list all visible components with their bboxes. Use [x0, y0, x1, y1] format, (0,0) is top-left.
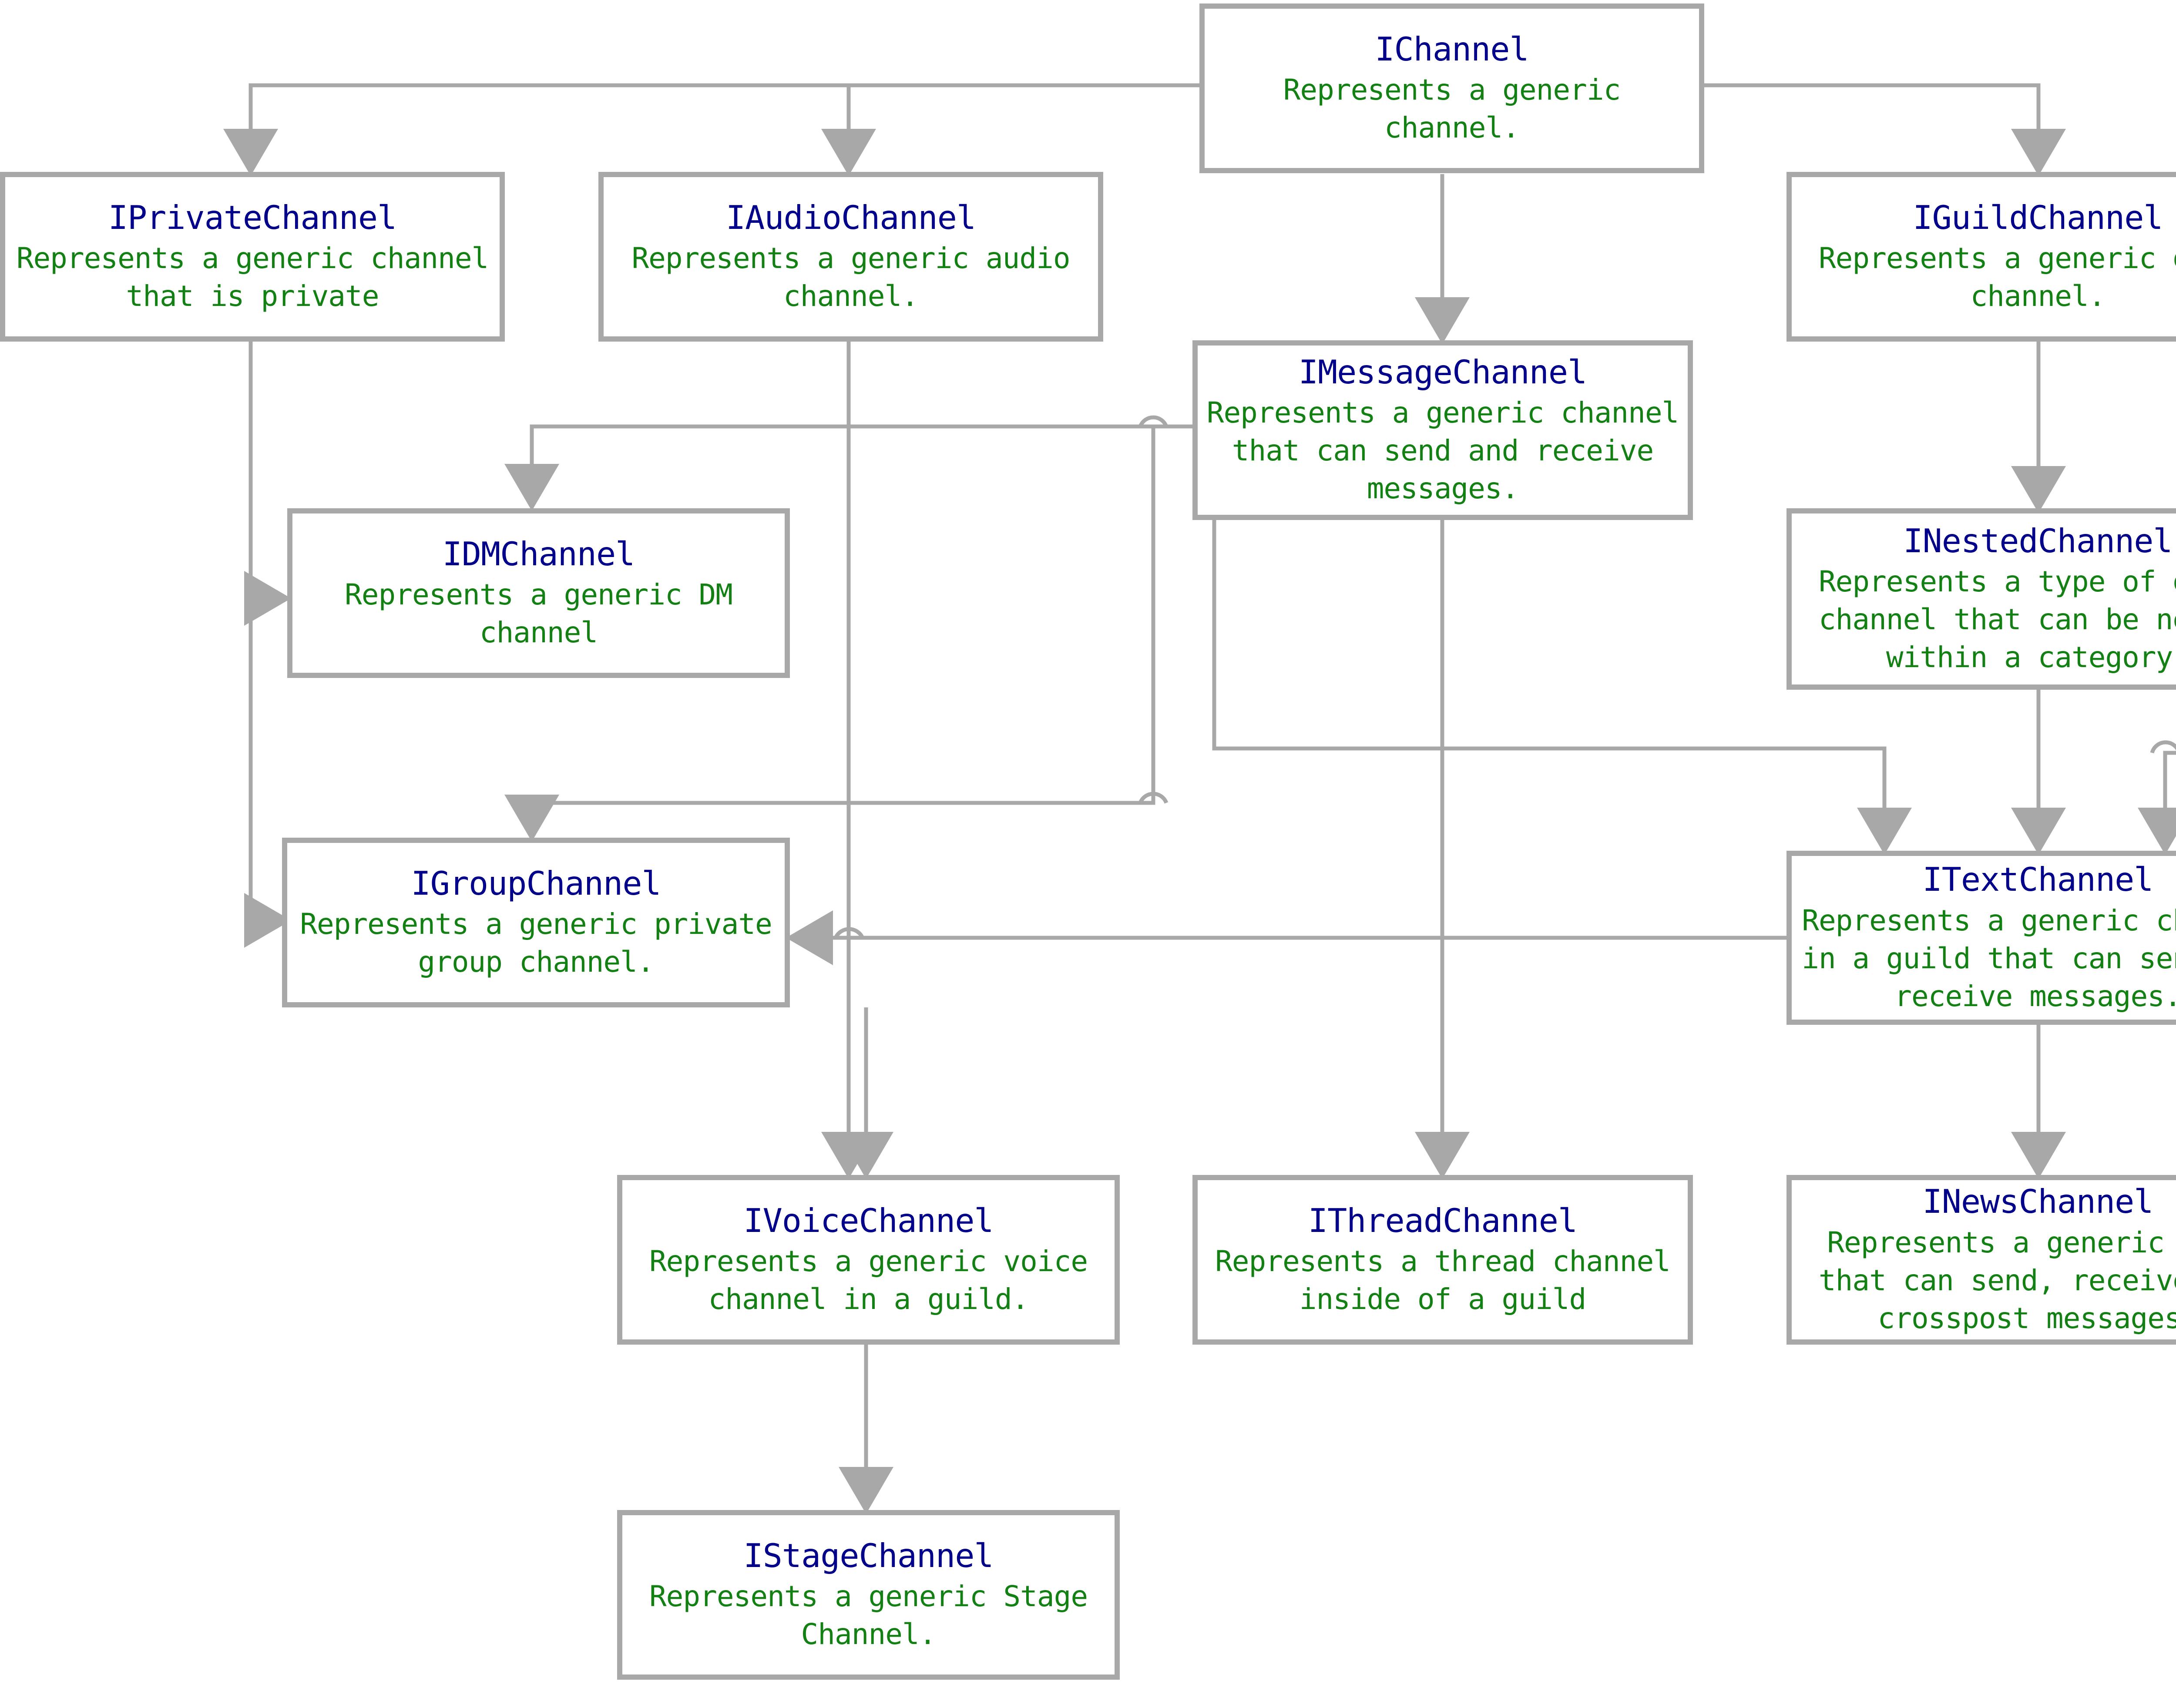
node-description: Represents a generic audio channel. [631, 242, 1070, 313]
node-iguildchannel[interactable]: IGuildChannel Represents a generic guild… [1786, 172, 2176, 342]
node-description: Represents a generic channel. [1283, 73, 1621, 145]
node-ichannel[interactable]: IChannel Represents a generic channel. [1199, 3, 1704, 173]
node-title: IGuildChannel [1913, 198, 2163, 237]
node-iprivatechannel[interactable]: IPrivateChannel Represents a generic cha… [0, 172, 505, 342]
node-istagechannel[interactable]: IStageChannel Represents a generic Stage… [617, 1510, 1120, 1680]
edge-imessagechannel-itextchannel [1212, 520, 1912, 855]
edge-jump-4 [2150, 740, 2176, 754]
edge-jump-1 [1138, 415, 1169, 427]
edge-imessagechannel-idmchannel [504, 424, 1199, 511]
node-title: IThreadChannel [1308, 1201, 1578, 1240]
node-description: Represents a generic channel in a guild … [1802, 903, 2176, 1013]
edge-iprivatechannel-igroupchannel [244, 341, 291, 948]
node-description: Represents a generic private group chann… [300, 907, 772, 979]
edge-jump-2 [1138, 792, 1169, 804]
node-igroupchannel[interactable]: IGroupChannel Represents a generic priva… [282, 838, 790, 1007]
edge-iintegrationchannel-itextchannel [2138, 751, 2176, 855]
node-description: Represents a generic news that can send,… [1818, 1225, 2176, 1335]
edge-ichannel-iprivatechannel [223, 83, 1199, 176]
node-title: IChannel [1375, 30, 1529, 68]
node-title: INewsChannel [1922, 1182, 2154, 1221]
node-description: Represents a type of guild channel that … [1818, 565, 2176, 674]
node-title: IAudioChannel [726, 198, 976, 237]
node-ithreadchannel[interactable]: IThreadChannel Represents a thread chann… [1192, 1175, 1693, 1345]
node-ivoicechannel[interactable]: IVoiceChannel Represents a generic voice… [617, 1175, 1120, 1345]
node-title: IStageChannel [743, 1536, 994, 1575]
edge-jump-3 [833, 927, 865, 939]
node-idmchannel[interactable]: IDMChannel Represents a generic DM chann… [287, 508, 790, 678]
edge-ichannel-iaudiochannel [821, 83, 1199, 176]
node-title: INestedChannel [1903, 521, 2173, 560]
node-description: Represents a generic guild channel. [1818, 242, 2176, 313]
node-description: Represents a generic Stage Channel. [649, 1580, 1088, 1651]
node-imessagechannel[interactable]: IMessageChannel Represents a generic cha… [1192, 340, 1693, 520]
node-description: Represents a generic channel that can se… [1206, 396, 1679, 506]
node-title: IMessageChannel [1298, 352, 1587, 391]
node-title: IPrivateChannel [108, 198, 397, 237]
node-inestedchannel[interactable]: INestedChannel Represents a type of guil… [1786, 508, 2176, 690]
node-description: Represents a generic DM channel [345, 578, 733, 650]
node-itextchannel[interactable]: ITextChannel Represents a generic channe… [1786, 851, 2176, 1025]
edge-iprivatechannel-idmchannel [244, 341, 291, 626]
node-iaudiochannel[interactable]: IAudioChannel Represents a generic audio… [598, 172, 1103, 342]
node-inewschannel[interactable]: INewsChannel Represents a generic news t… [1786, 1175, 2176, 1345]
node-description: Represents a thread channel inside of a … [1215, 1245, 1671, 1316]
node-title: IVoiceChannel [743, 1201, 994, 1240]
edge-ichannel-iguildchannel [1685, 83, 2066, 176]
node-title: IDMChannel [442, 534, 635, 573]
node-description: Represents a generic voice channel in a … [649, 1245, 1088, 1316]
node-title: IGroupChannel [411, 864, 662, 903]
node-title: ITextChannel [1922, 860, 2154, 899]
node-description: Represents a generic channel that is pri… [16, 242, 489, 313]
